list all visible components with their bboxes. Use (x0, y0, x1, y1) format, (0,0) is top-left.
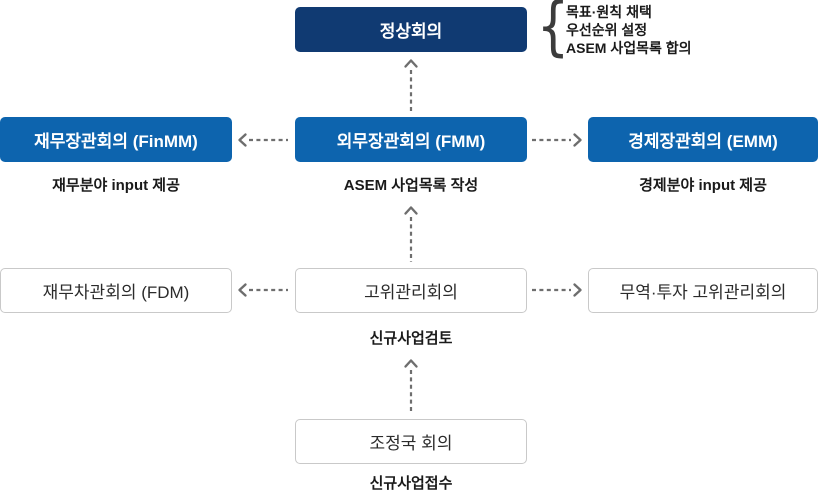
som-label: 고위관리회의 (364, 283, 458, 302)
fmm-box: 외무장관회의 (FMM) (295, 117, 527, 162)
fdm-box: 재무차관회의 (FDM) (0, 268, 232, 313)
som-box: 고위관리회의 (295, 268, 527, 313)
summit-annotation-line: 목표·원칙 채택 (566, 4, 652, 20)
trade-investment-som-box: 무역·투자 고위관리회의 (588, 268, 818, 313)
dashed-arrow-left-icon (238, 283, 288, 297)
summit-box: 정상회의 (295, 7, 527, 52)
coordinators-label: 조정국 회의 (369, 434, 453, 453)
emm-box: 경제장관회의 (EMM) (588, 117, 818, 162)
trade-investment-som-label: 무역·투자 고위관리회의 (619, 283, 787, 302)
brace-icon: { (536, 0, 570, 64)
summit-annotation-line: ASEM 사업목록 합의 (566, 40, 692, 56)
coordinators-caption: 신규사업접수 (369, 475, 453, 492)
summit-annotations: 목표·원칙 채택 우선순위 설정 ASEM 사업목록 합의 (566, 3, 692, 57)
finmm-box: 재무장관회의 (FinMM) (0, 117, 232, 162)
dashed-arrow-right-icon (532, 283, 582, 297)
dashed-arrow-up-icon (404, 206, 418, 262)
dashed-arrow-left-icon (238, 133, 288, 147)
summit-label: 정상회의 (379, 22, 443, 41)
finmm-caption: 재무분야 input 제공 (52, 177, 180, 194)
summit-annotation-line: 우선순위 설정 (566, 22, 648, 38)
emm-caption: 경제분야 input 제공 (639, 177, 767, 194)
finmm-label: 재무장관회의 (FinMM) (34, 132, 198, 151)
coordinators-box: 조정국 회의 (295, 419, 527, 464)
som-caption: 신규사업검토 (369, 330, 453, 347)
dashed-arrow-up-icon (404, 359, 418, 413)
dashed-arrow-up-icon (404, 59, 418, 111)
dashed-arrow-right-icon (532, 133, 582, 147)
emm-label: 경제장관회의 (EMM) (628, 132, 778, 151)
fdm-label: 재무차관회의 (FDM) (42, 283, 190, 302)
fmm-label: 외무장관회의 (FMM) (336, 132, 486, 151)
fmm-caption: ASEM 사업목록 작성 (343, 177, 479, 194)
